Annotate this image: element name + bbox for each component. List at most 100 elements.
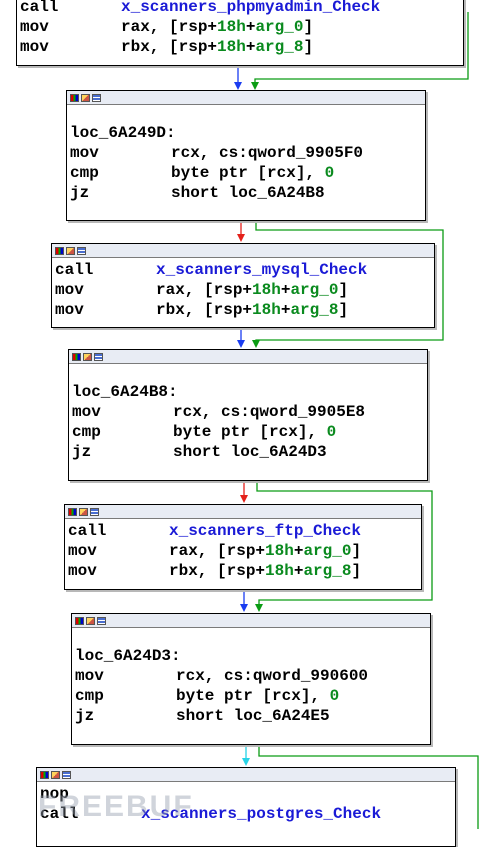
block-title-bar[interactable] bbox=[65, 505, 421, 519]
graph-view-icon[interactable] bbox=[51, 770, 60, 779]
graph-view-icon[interactable] bbox=[83, 352, 92, 361]
numeric-operand: 18h bbox=[252, 301, 281, 319]
color-palette-icon[interactable] bbox=[70, 93, 79, 102]
operand-text: byte ptr [rcx], bbox=[176, 687, 330, 705]
operand-text: + bbox=[280, 301, 291, 319]
operand-text: short loc_6A24D3 bbox=[173, 443, 327, 461]
operand-text: rax, [rsp+ bbox=[169, 542, 266, 560]
numeric-operand: 18h bbox=[265, 542, 294, 560]
block-title-bar[interactable] bbox=[72, 614, 430, 628]
mnemonic: cmp bbox=[72, 423, 101, 441]
operands: rcx, cs:qword_9905F0 bbox=[171, 143, 363, 163]
operands: short loc_6A24D3 bbox=[173, 442, 327, 462]
operands: short loc_6A24E5 bbox=[176, 706, 330, 726]
function-name[interactable]: x_scanners_mysql_Check bbox=[156, 261, 368, 279]
block-title-bar[interactable] bbox=[69, 350, 427, 364]
numeric-operand: 18h bbox=[217, 38, 246, 56]
instruction-line[interactable]: call x_scanners_ftp_Check bbox=[68, 521, 417, 541]
numeric-operand: arg_8 bbox=[303, 562, 352, 580]
block-title-bar[interactable] bbox=[52, 244, 434, 258]
operand-text: + bbox=[245, 18, 256, 36]
edge-arrowhead bbox=[251, 82, 259, 90]
graph-view-icon[interactable] bbox=[66, 246, 75, 255]
text-view-icon[interactable] bbox=[94, 352, 103, 361]
graph-view-icon[interactable] bbox=[81, 93, 90, 102]
instruction-line[interactable]: call x_scanners_postgres_Check bbox=[40, 804, 451, 824]
instruction-line[interactable]: mov rcx, cs:qword_9905E8 bbox=[72, 402, 423, 422]
mnemonic: call bbox=[40, 805, 79, 823]
function-name[interactable]: x_scanners_ftp_Check bbox=[169, 522, 362, 540]
edge-arrowhead bbox=[252, 340, 260, 348]
graph-view-icon[interactable] bbox=[79, 507, 88, 516]
text-view-icon[interactable] bbox=[77, 246, 86, 255]
edge-arrowhead bbox=[240, 495, 248, 503]
text-view-icon[interactable] bbox=[62, 770, 71, 779]
numeric-operand: 0 bbox=[329, 687, 340, 705]
block-title-bar[interactable] bbox=[67, 91, 425, 105]
operands: x_scanners_postgres_Check bbox=[141, 804, 381, 824]
operand-text: rcx, cs:qword_9905E8 bbox=[173, 403, 366, 421]
operand-text: ] bbox=[303, 18, 314, 36]
operand-text: rcx, cs:qword_9905F0 bbox=[171, 144, 364, 162]
edge-arrowhead bbox=[237, 340, 245, 348]
numeric-operand: arg_0 bbox=[255, 18, 304, 36]
text-view-icon[interactable] bbox=[90, 507, 99, 516]
operand-text: rbx, [rsp+ bbox=[169, 562, 266, 580]
color-palette-icon[interactable] bbox=[75, 616, 84, 625]
operands: x_scanners_ftp_Check bbox=[169, 521, 361, 541]
location-label: loc_6A249D: bbox=[70, 124, 176, 142]
operand-text: rax, [rsp+ bbox=[156, 281, 253, 299]
operand-text: + bbox=[245, 38, 256, 56]
function-name[interactable]: x_scanners_postgres_Check bbox=[141, 805, 382, 823]
mnemonic: call bbox=[20, 0, 59, 16]
instruction-line[interactable]: nop bbox=[40, 784, 451, 804]
color-palette-icon[interactable] bbox=[55, 246, 64, 255]
operand-text: ] bbox=[338, 281, 349, 299]
mnemonic: cmp bbox=[75, 687, 104, 705]
numeric-operand: arg_0 bbox=[290, 281, 339, 299]
instruction-line[interactable]: call x_scanners_phpmyadmin_Check bbox=[20, 0, 459, 17]
edge-true bbox=[258, 745, 479, 829]
operands: rax, [rsp+18h+arg_0] bbox=[121, 17, 313, 37]
numeric-operand: arg_8 bbox=[255, 38, 304, 56]
function-name[interactable]: x_scanners_phpmyadmin_Check bbox=[121, 0, 381, 16]
text-view-icon[interactable] bbox=[97, 616, 106, 625]
block-title-bar[interactable] bbox=[37, 768, 455, 782]
color-palette-icon[interactable] bbox=[40, 770, 49, 779]
edge-arrowhead bbox=[234, 82, 242, 90]
color-palette-icon[interactable] bbox=[72, 352, 81, 361]
graph-view-icon[interactable] bbox=[86, 616, 95, 625]
text-view-icon[interactable] bbox=[92, 93, 101, 102]
mnemonic: mov bbox=[68, 542, 97, 560]
mnemonic: call bbox=[68, 522, 107, 540]
instruction-line[interactable]: cmp byte ptr [rcx], 0 bbox=[75, 686, 426, 706]
operand-text: byte ptr [rcx], bbox=[173, 423, 327, 441]
mnemonic: mov bbox=[72, 403, 101, 421]
color-palette-icon[interactable] bbox=[68, 507, 77, 516]
